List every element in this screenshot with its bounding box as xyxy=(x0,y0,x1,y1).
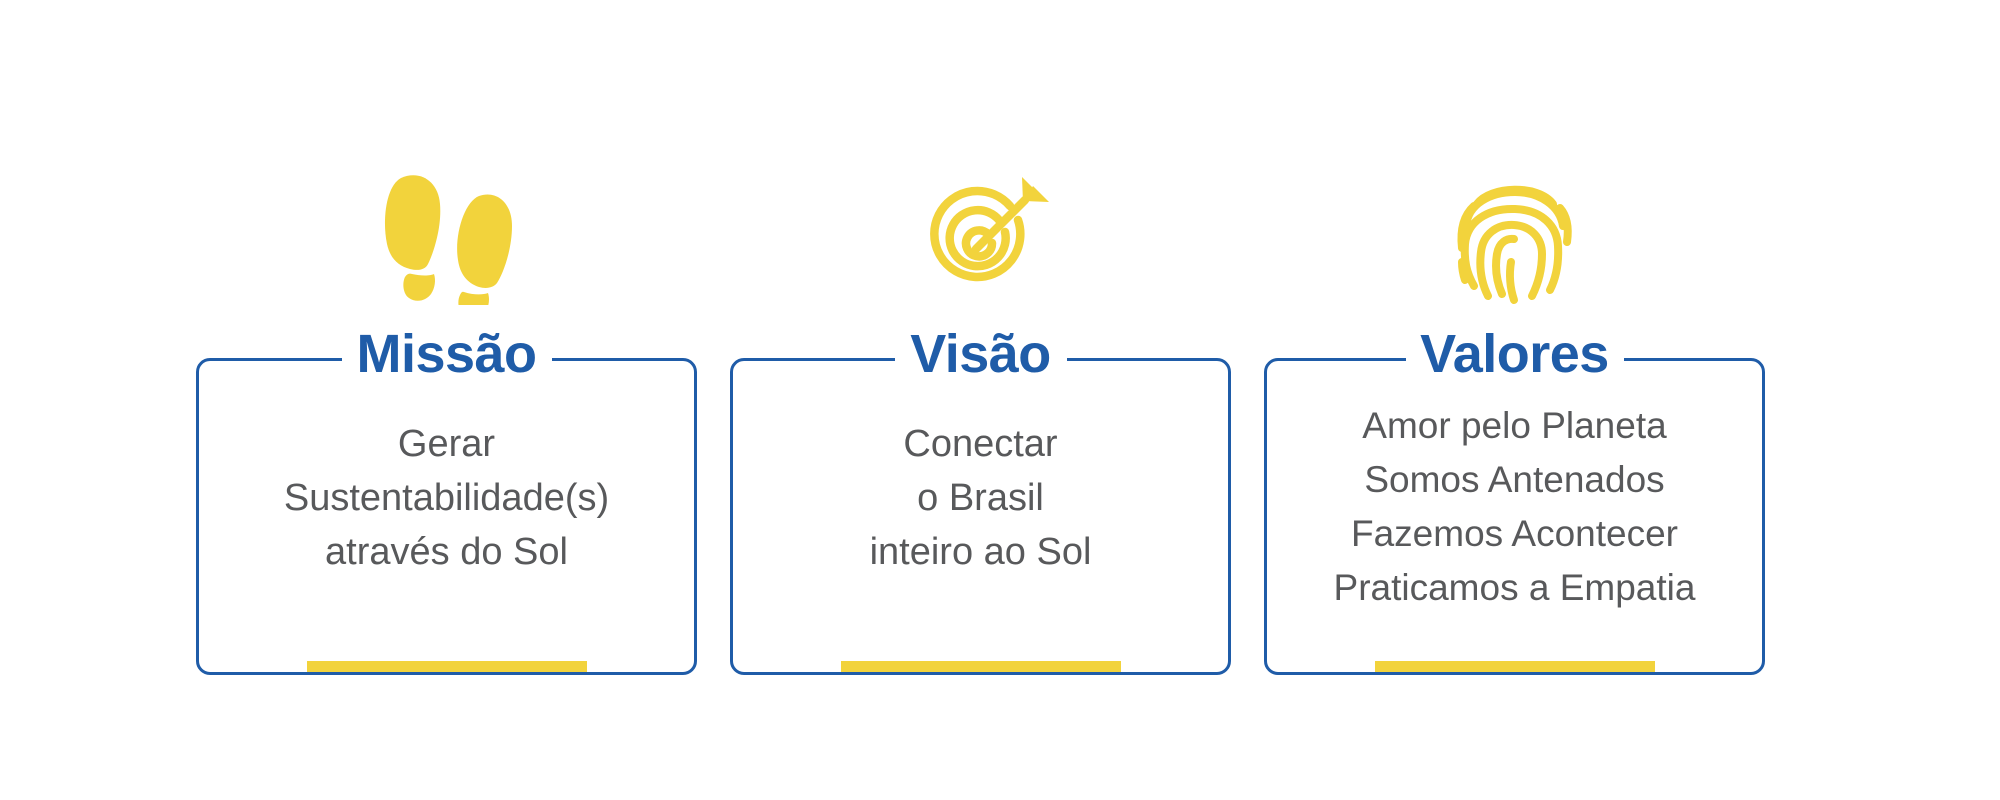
cards-row: Missão Gerar Sustentabilidade(s) através… xyxy=(196,150,1765,675)
card-missao: Missão Gerar Sustentabilidade(s) através… xyxy=(196,150,697,675)
target-arrow-icon xyxy=(730,150,1231,325)
accent-bar-missao xyxy=(306,661,587,672)
card-body-visao: Conectar o Brasil inteiro ao Sol xyxy=(869,423,1092,573)
title-gap-visao xyxy=(894,355,1067,367)
card-body-missao: Gerar Sustentabilidade(s) através do Sol xyxy=(283,423,610,573)
title-gap-missao xyxy=(341,355,552,367)
fingerprint-icon xyxy=(1264,150,1765,325)
title-gap-valores xyxy=(1405,355,1624,367)
card-frame-missao: Missão Gerar Sustentabilidade(s) através… xyxy=(196,324,697,675)
card-title-valores: Valores xyxy=(1420,324,1609,384)
card-title-visao: Visão xyxy=(910,324,1051,384)
card-title-missao: Missão xyxy=(356,324,537,384)
footprints-icon xyxy=(196,150,697,325)
card-visao: Visão Conectar o Brasil inteiro ao Sol xyxy=(730,150,1231,675)
card-frame-valores: Valores Amor pelo Planeta Somos Antenado… xyxy=(1264,324,1765,675)
card-body-valores: Amor pelo Planeta Somos Antenados Fazemo… xyxy=(1333,405,1696,608)
card-valores: Valores Amor pelo Planeta Somos Antenado… xyxy=(1264,150,1765,675)
card-frame-visao: Visão Conectar o Brasil inteiro ao Sol xyxy=(730,324,1231,675)
accent-bar-visao xyxy=(840,661,1121,672)
accent-bar-valores xyxy=(1374,661,1655,672)
